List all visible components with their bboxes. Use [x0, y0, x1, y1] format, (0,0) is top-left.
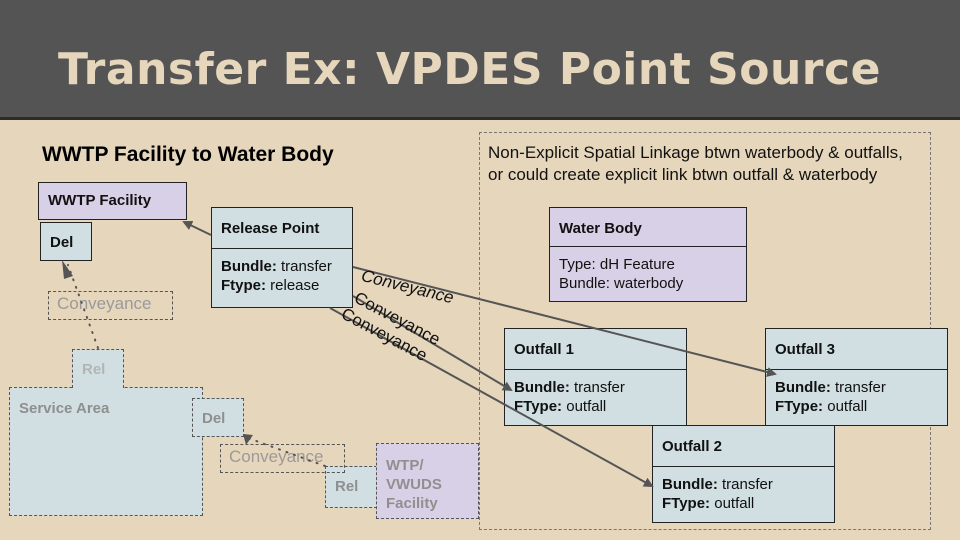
outfall-3-node[interactable]: Outfall 3 Bundle: transfer FType: outfal…	[765, 328, 948, 426]
outfall-2-ftype-key: FType:	[662, 495, 711, 512]
note-line-1: Non-Explicit Spatial Linkage btwn waterb…	[488, 143, 903, 162]
release-to-facility-arrow[interactable]	[182, 220, 212, 236]
service-area-node[interactable]: Service Area	[9, 387, 203, 516]
diagram-subtitle: WWTP Facility to Water Body	[42, 143, 334, 166]
release-bundle-key: Bundle:	[221, 258, 277, 275]
wwtp-facility-label: WWTP Facility	[48, 192, 152, 209]
linkage-note: Non-Explicit Spatial Linkage btwn waterb…	[488, 142, 903, 186]
outfall-1-bundle-value: transfer	[569, 379, 625, 396]
release-point-node[interactable]: Release Point Bundle: transfer Ftype: re…	[211, 207, 353, 308]
wtp-facility-line-3: Facility	[386, 495, 438, 512]
wtp-facility-line-2: VWUDS	[386, 476, 442, 493]
conveyance-upper-gray[interactable]: Conveyance	[48, 291, 173, 320]
wwtp-del-node[interactable]: Del	[40, 222, 92, 261]
slide-title: Transfer Ex: VPDES Point Source	[58, 44, 881, 95]
outfall-3-bundle-key: Bundle:	[775, 379, 831, 396]
service-rel-node[interactable]: Rel	[72, 349, 124, 388]
outfall-3-ftype-value: outfall	[823, 398, 868, 415]
wtp-vwuds-facility-node[interactable]: WTP/ VWUDS Facility	[376, 443, 479, 519]
release-ftype-key: Ftype:	[221, 277, 266, 294]
water-body-bundle: Bundle: waterbody	[559, 275, 684, 292]
wwtp-facility-node[interactable]: WWTP Facility	[38, 182, 187, 220]
service-del-node[interactable]: Del	[192, 398, 244, 437]
water-body-title: Water Body	[559, 220, 642, 237]
outfall-3-title: Outfall 3	[775, 341, 836, 358]
note-line-2: or could create explicit link btwn outfa…	[488, 165, 878, 184]
del-arrowhead-icon	[62, 260, 73, 279]
release-ftype-value: release	[266, 277, 320, 294]
outfall-2-title: Outfall 2	[662, 438, 723, 455]
service-area-label: Service Area	[19, 400, 110, 417]
service-rel-label: Rel	[82, 361, 106, 378]
wtp-facility-line-1: WTP/	[386, 457, 424, 474]
outfall-1-node[interactable]: Outfall 1 Bundle: transfer FType: outfal…	[504, 328, 687, 426]
outfall-1-title: Outfall 1	[514, 341, 575, 358]
outfall-2-bundle-value: transfer	[717, 476, 773, 493]
water-body-type: Type: dH Feature	[559, 256, 675, 273]
outfall-1-bundle-key: Bundle:	[514, 379, 570, 396]
title-bar: Transfer Ex: VPDES Point Source	[0, 0, 960, 120]
wwtp-del-label: Del	[50, 234, 74, 251]
release-point-title: Release Point	[221, 220, 320, 237]
outfall-1-ftype-value: outfall	[562, 398, 607, 415]
outfall-2-bundle-key: Bundle:	[662, 476, 718, 493]
outfall-3-bundle-value: transfer	[830, 379, 886, 396]
outfall-3-ftype-key: FType:	[775, 398, 824, 415]
release-bundle-value: transfer	[276, 258, 332, 275]
outfall-1-ftype-key: FType:	[514, 398, 563, 415]
outfall-2-ftype-value: outfall	[710, 495, 755, 512]
outfall-2-node[interactable]: Outfall 2 Bundle: transfer FType: outfal…	[652, 425, 835, 523]
water-body-node[interactable]: Water Body Type: dH Feature Bundle: wate…	[549, 207, 747, 302]
conveyance-lower-gray[interactable]: Conveyance	[220, 444, 345, 473]
service-del-label: Del	[202, 410, 226, 427]
